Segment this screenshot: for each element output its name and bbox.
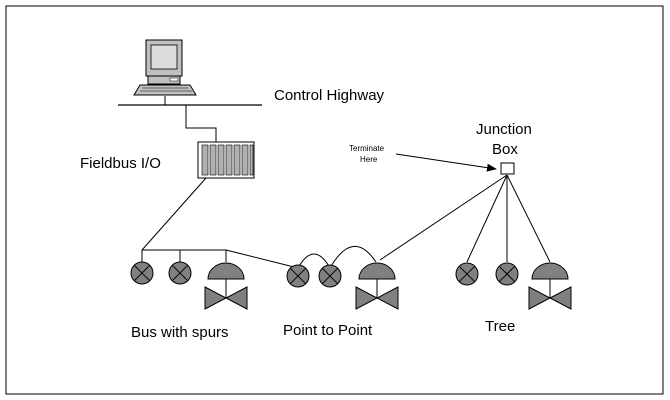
bus-with-spurs-label: Bus with spurs [131, 324, 229, 341]
diagram-frame [5, 5, 664, 395]
tree-branch-line [466, 174, 508, 263]
point-to-point-link [297, 253, 331, 269]
terminate-label-line2: Here [360, 155, 378, 164]
instrument-icon [455, 262, 479, 286]
tree-label: Tree [485, 318, 515, 335]
instrument-icon [168, 261, 192, 285]
terminate-label-line1: Terminate [349, 144, 385, 153]
junction-box-label-line2: Box [492, 141, 518, 158]
io-to-bus-line [141, 177, 207, 251]
control-valve-icon [528, 262, 572, 310]
tree-branch-line [506, 174, 551, 263]
tree-branch-line [379, 174, 508, 261]
point-to-point-label: Point to Point [283, 322, 373, 339]
highway-to-io-line [185, 105, 217, 142]
instrument-icon [495, 262, 519, 286]
instrument-icon [318, 264, 342, 288]
control-highway-label: Control Highway [274, 87, 385, 104]
instrument-icon [286, 264, 310, 288]
fieldbus-io-rack-icon [197, 141, 255, 179]
junction-box-icon [500, 162, 515, 175]
control-valve-icon [204, 262, 248, 310]
point-to-point-link [329, 245, 377, 269]
instrument-icon [130, 261, 154, 285]
computer-icon [133, 39, 197, 96]
control-valve-icon [355, 262, 399, 310]
bus-to-point-line [225, 249, 299, 269]
junction-box-label-line1: Junction [476, 121, 532, 138]
terminate-arrow [395, 153, 497, 172]
fieldbus-io-label: Fieldbus I/O [80, 155, 161, 172]
